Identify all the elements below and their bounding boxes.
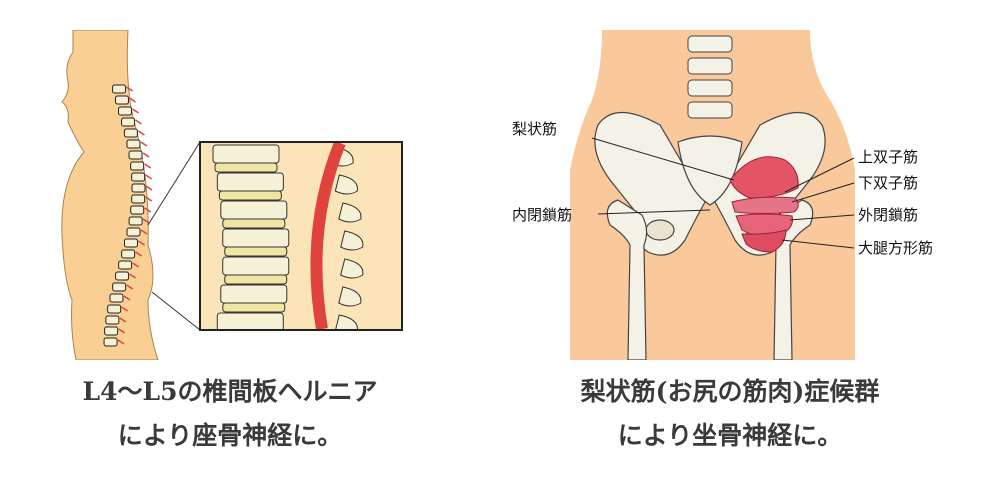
zoom-line-top bbox=[147, 141, 201, 226]
spinous-process bbox=[340, 230, 364, 251]
nerve-branch bbox=[129, 97, 136, 103]
intervertebral-disc bbox=[222, 218, 286, 229]
vertebra bbox=[126, 139, 141, 149]
intervertebral-disc bbox=[219, 331, 281, 340]
pelvis-svg: 梨状筋 内閉鎖筋 上双子筋 下双子筋 外閉鎖筋 大腿方形筋 bbox=[512, 30, 933, 361]
vertebra bbox=[131, 183, 146, 193]
gemellus-muscles bbox=[731, 196, 799, 214]
lumbar-vertebrae bbox=[687, 35, 733, 119]
vertebra bbox=[130, 161, 145, 171]
nerve-branch bbox=[126, 86, 133, 92]
nerve-branch bbox=[145, 185, 153, 191]
left-caption-line1: L4〜L5の椎間板ヘルニア bbox=[82, 377, 378, 406]
spinous-process bbox=[340, 258, 364, 279]
vertebral-body bbox=[216, 172, 284, 192]
lumbar-vertebra bbox=[687, 57, 733, 75]
lumbar-vertebra bbox=[687, 35, 733, 53]
vertebra bbox=[103, 337, 118, 347]
nerve-branch bbox=[145, 196, 153, 202]
vertebra bbox=[118, 106, 133, 116]
nerve-branch bbox=[144, 163, 152, 169]
vertebral-body bbox=[216, 312, 284, 329]
vertebra bbox=[123, 128, 138, 138]
nerve-branch bbox=[118, 328, 126, 334]
quadratus-femoris-muscle bbox=[741, 229, 787, 253]
leader-lines bbox=[591, 137, 855, 249]
vertebra bbox=[130, 205, 145, 215]
vertebra bbox=[107, 304, 122, 314]
lumbar-vertebra bbox=[687, 79, 733, 97]
hip-muscles bbox=[729, 156, 799, 253]
vertebra bbox=[104, 326, 119, 336]
vertebral-body bbox=[222, 228, 290, 248]
nerve-branch bbox=[142, 152, 150, 158]
nerve-branch bbox=[144, 207, 152, 213]
nerve-branch bbox=[126, 284, 134, 290]
intervertebral-disc bbox=[214, 162, 278, 173]
nerve-branch bbox=[121, 306, 129, 312]
vertebral-body bbox=[222, 256, 290, 276]
vertebra bbox=[128, 216, 143, 226]
vertebral-body bbox=[212, 144, 280, 164]
intervertebral-disc bbox=[224, 274, 288, 285]
intervertebral-disc bbox=[222, 302, 286, 313]
lumbar-vertebra bbox=[687, 101, 733, 119]
spinous-process bbox=[338, 286, 362, 307]
spine-svg bbox=[61, 29, 403, 361]
vertebra bbox=[105, 315, 120, 325]
vertebra bbox=[112, 84, 127, 94]
nerve-branch bbox=[137, 130, 145, 136]
nerve-branch bbox=[135, 119, 142, 125]
vertebral-body bbox=[220, 200, 288, 220]
nerve-branch bbox=[132, 108, 139, 114]
label-superior-gemellus: 上双子筋 bbox=[858, 148, 918, 166]
label-piriformis: 梨状筋 bbox=[512, 120, 557, 138]
vertebra bbox=[121, 117, 136, 127]
label-inferior-gemellus: 下双子筋 bbox=[858, 174, 918, 192]
label-obturator-internus: 内閉鎖筋 bbox=[512, 206, 572, 224]
spinous-process bbox=[338, 202, 362, 223]
zoom-inset bbox=[199, 141, 403, 340]
vertebra bbox=[126, 227, 141, 237]
spinous-process bbox=[335, 314, 358, 329]
nerve-branch bbox=[140, 141, 148, 147]
vertebra bbox=[123, 238, 138, 248]
label-quadratus-femoris: 大腿方形筋 bbox=[858, 239, 933, 257]
spine-column bbox=[103, 84, 153, 347]
nerve-branch bbox=[123, 295, 131, 301]
vertebra bbox=[131, 194, 146, 204]
spinal-nerve bbox=[310, 143, 346, 329]
left-caption: L4〜L5の椎間板ヘルニア により座骨神経に。 bbox=[20, 370, 440, 458]
right-caption: 梨状筋(お尻の筋肉)症候群 により坐骨神経に。 bbox=[520, 370, 940, 458]
nerve-branch bbox=[135, 251, 143, 257]
nerve-branch bbox=[119, 317, 127, 323]
vertebra bbox=[121, 249, 136, 259]
vertebra bbox=[131, 172, 146, 182]
vertebra bbox=[128, 150, 143, 160]
intervertebral-disc bbox=[224, 246, 288, 257]
nerve-branch bbox=[129, 273, 136, 279]
vertebra bbox=[115, 271, 130, 281]
spinous-process bbox=[334, 174, 359, 195]
vertebral-body bbox=[220, 284, 288, 304]
intervertebral-disc bbox=[218, 190, 282, 201]
nerve-branch bbox=[145, 174, 153, 180]
vertebra bbox=[112, 282, 127, 292]
vertebra bbox=[109, 293, 124, 303]
right-caption-line1: 梨状筋(お尻の筋肉)症候群 bbox=[580, 377, 880, 406]
label-obturator-externus: 外閉鎖筋 bbox=[858, 206, 918, 224]
vertebra bbox=[114, 95, 129, 105]
nerve-branch bbox=[142, 218, 150, 224]
left-caption-line2: により座骨神経に。 bbox=[117, 421, 343, 450]
nerve-branch bbox=[138, 240, 145, 246]
piriformis-muscle bbox=[729, 156, 799, 199]
spine-illustration bbox=[40, 29, 420, 361]
nerve-branch bbox=[140, 229, 148, 235]
nerve-branch bbox=[132, 262, 140, 268]
right-caption-line2: により坐骨神経に。 bbox=[617, 421, 843, 450]
nerve-branch bbox=[117, 339, 125, 345]
zoom-line-bottom bbox=[151, 291, 201, 331]
pelvis-illustration: 梨状筋 内閉鎖筋 上双子筋 下双子筋 外閉鎖筋 大腿方形筋 bbox=[510, 30, 960, 361]
vertebra bbox=[118, 260, 133, 270]
